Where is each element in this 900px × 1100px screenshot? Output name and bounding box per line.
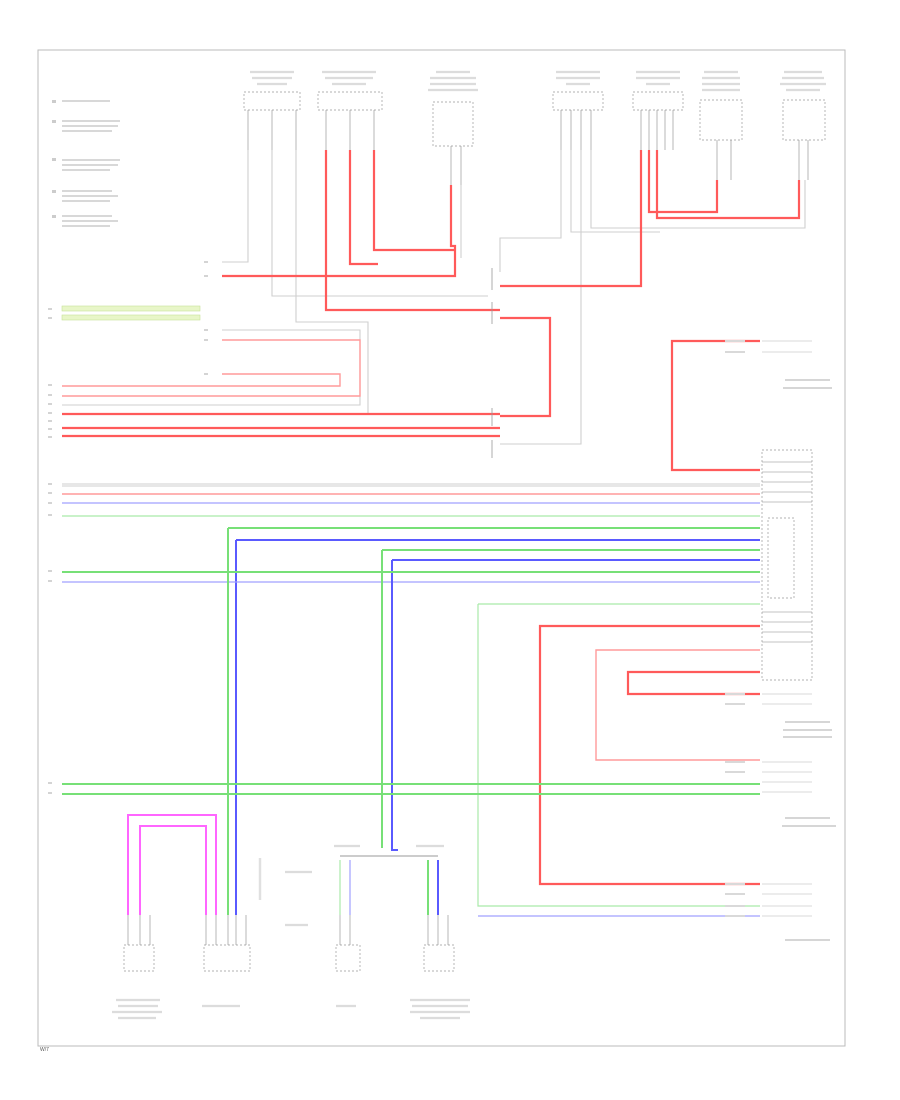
top-captions bbox=[250, 70, 826, 92]
top-components bbox=[243, 91, 826, 185]
wire-end-labels bbox=[725, 340, 836, 941]
right-connectors bbox=[761, 449, 813, 681]
component-box bbox=[782, 99, 826, 141]
diagram-frame bbox=[37, 49, 846, 1047]
component-box bbox=[123, 944, 155, 972]
component-box bbox=[243, 91, 301, 111]
legend-block bbox=[52, 100, 120, 227]
red-wires bbox=[62, 150, 801, 886]
magenta-wires bbox=[127, 814, 217, 915]
component-box bbox=[552, 91, 604, 111]
left-pin-markers bbox=[48, 261, 208, 794]
highlight-row bbox=[61, 305, 201, 321]
component-box bbox=[203, 944, 251, 972]
footer-code: W/7 bbox=[40, 1047, 49, 1053]
green-wires bbox=[62, 515, 760, 915]
right-connector-inner bbox=[767, 517, 795, 599]
bottom-captions bbox=[112, 844, 470, 1020]
gray-wires bbox=[62, 150, 806, 487]
right-connector-main bbox=[761, 449, 813, 681]
blue-wires bbox=[62, 502, 760, 917]
component-box bbox=[335, 944, 361, 972]
component-box bbox=[432, 101, 474, 147]
component-box bbox=[423, 944, 455, 972]
component-box bbox=[632, 91, 684, 111]
bottom-components bbox=[123, 915, 455, 972]
component-box bbox=[317, 91, 383, 111]
component-box bbox=[699, 99, 743, 141]
